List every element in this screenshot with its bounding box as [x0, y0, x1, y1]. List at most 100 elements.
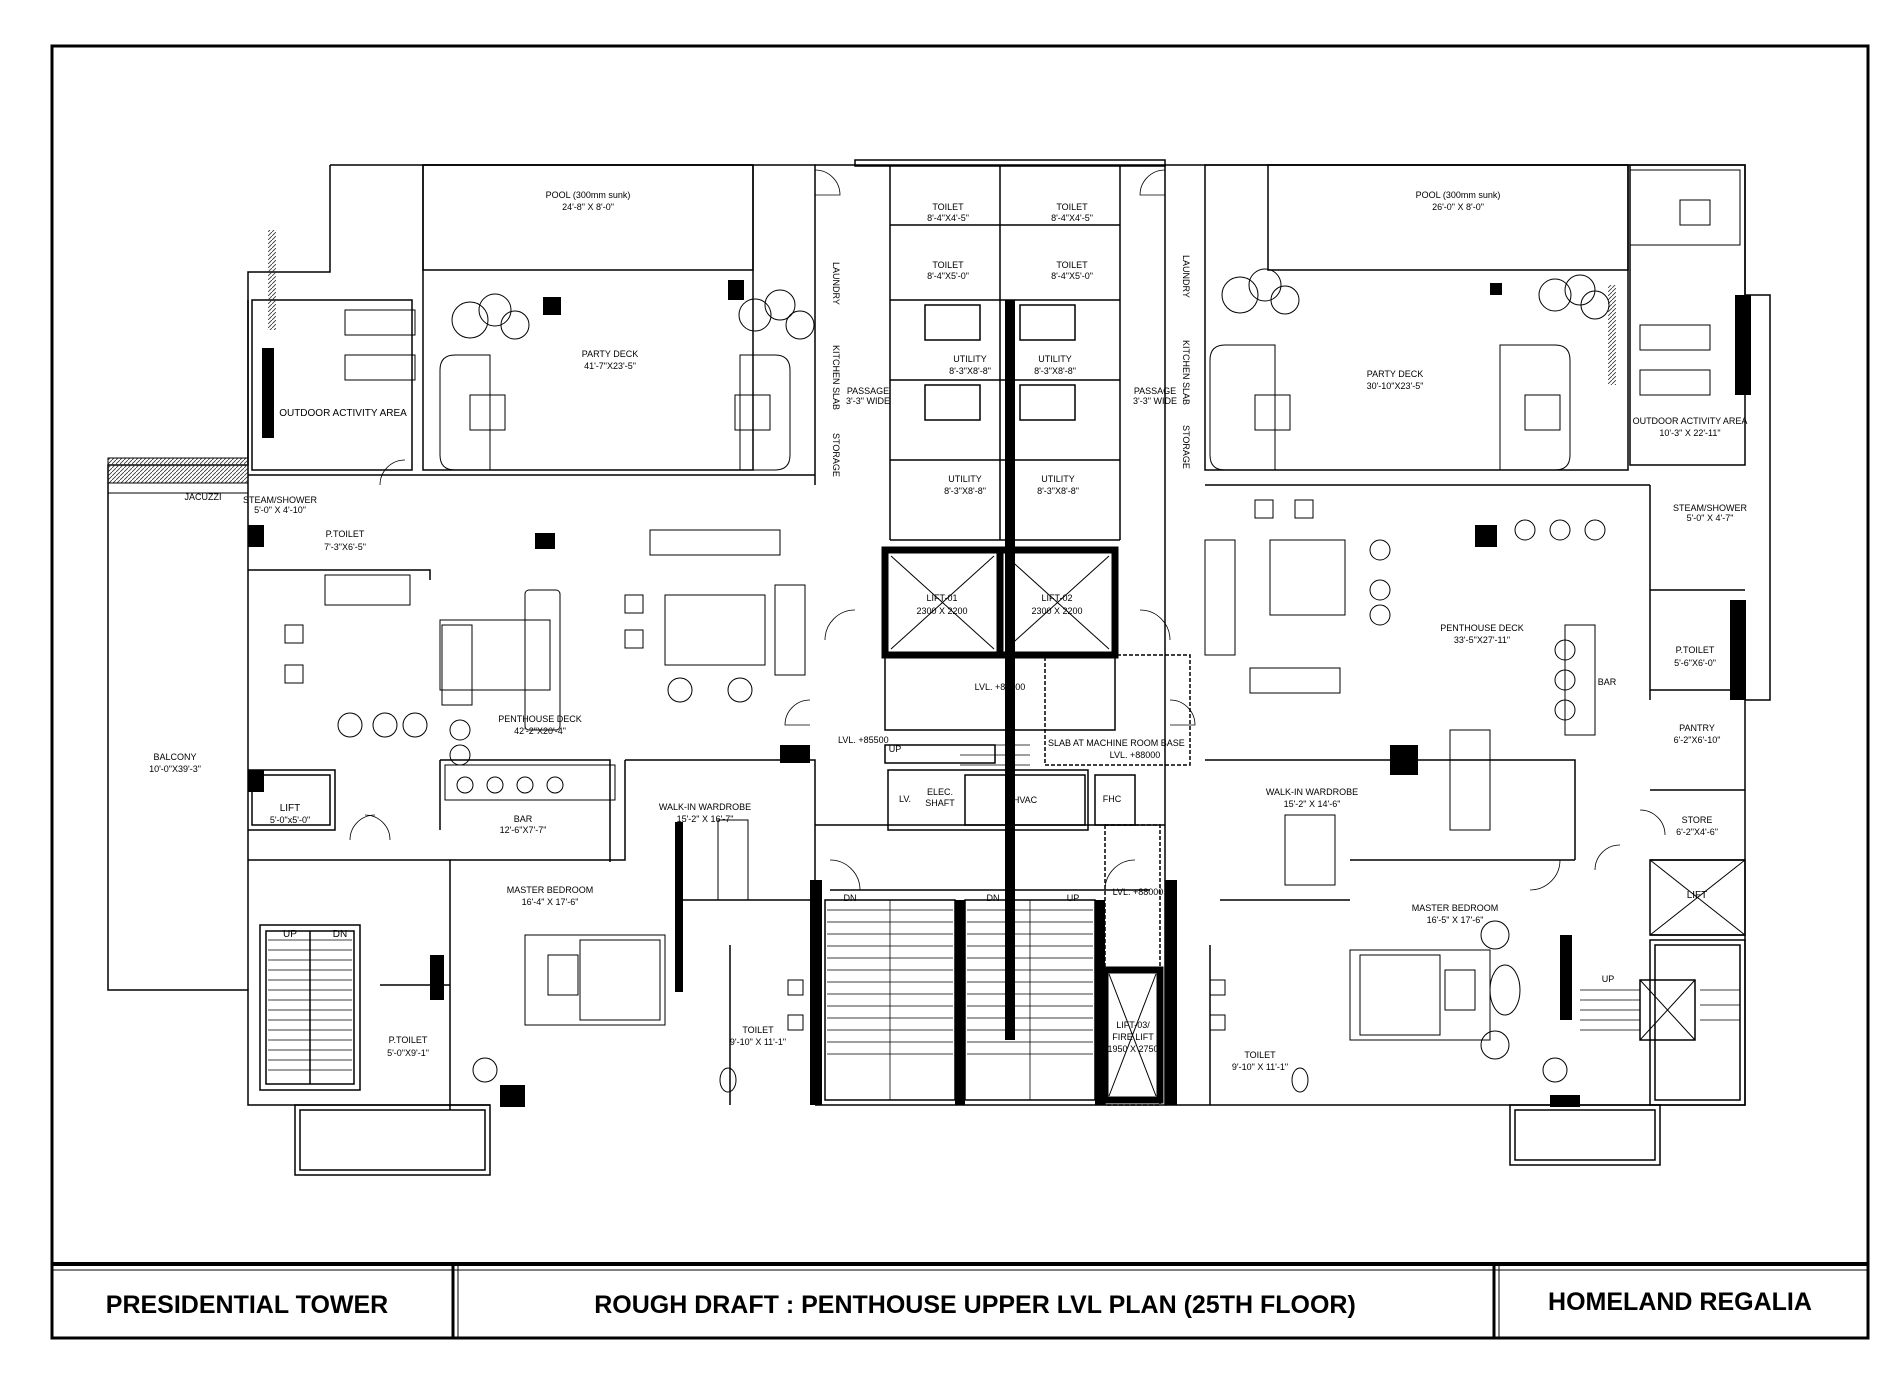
fhc-label: FHC [1103, 794, 1122, 804]
lift02-dim: 2300 X 2200 [1031, 606, 1082, 616]
stair-core2-up: UP [1067, 893, 1080, 903]
toilet-right-dim: 9'-10" X 11'-1" [1232, 1062, 1288, 1072]
room-labels: POOL (300mm sunk) 24'-8" X 8'-0" POOL (3… [149, 190, 1747, 1072]
party-deck-left-label: PARTY DECK [582, 349, 639, 359]
lift01-dim: 2300 X 2200 [916, 606, 967, 616]
store-dim: 6'-2"X4'-6" [1676, 827, 1718, 837]
outdoor-left-label: OUTDOOR ACTIVITY AREA [279, 408, 407, 419]
penthouse-deck-left-label: PENTHOUSE DECK [498, 714, 582, 724]
passage-left-label: PASSAGE [847, 386, 889, 396]
master-left-dim: 16'-4" X 17'-6" [522, 897, 579, 907]
furniture [284, 169, 1741, 1093]
walkin-left-dim: 15'-2" X 16'-7" [677, 814, 734, 824]
black-fixtures [535, 280, 1502, 760]
penthouse-deck-left-dim: 42'-2"X20'-4" [514, 726, 566, 736]
storage-right-label: STORAGE [1181, 425, 1191, 469]
toilet-4-dim: 8'-4"X5'-0" [1051, 271, 1093, 281]
lvl-88000-a: LVL. +88000 [975, 682, 1026, 692]
lvl-88000-b: LVL. +88000 [1110, 750, 1161, 760]
lift-right-label: LIFT [1687, 890, 1708, 901]
lift-shafts [251, 546, 1746, 1104]
jacuzzi-label: JACUZZI [185, 492, 222, 502]
door-swings [349, 169, 1666, 891]
outdoor-right-dim: 10'-3" X 22'-11" [1659, 428, 1720, 438]
master-right-dim: 16'-5" X 17'-6" [1427, 915, 1484, 925]
toilet-right-label: TOILET [1244, 1050, 1276, 1060]
title-block: PRESIDENTIAL TOWER ROUGH DRAFT : PENTHOU… [52, 1262, 1868, 1338]
laundry-label: LAUNDRY [831, 262, 841, 305]
kitchen-slab-label: KITCHEN SLAB [831, 345, 841, 410]
ptoilet-left-top-dim: 7'-3"X6'-5" [324, 542, 366, 552]
lift03-label2: FIRE LIFT [1112, 1032, 1154, 1042]
toilet-1-dim: 8'-4"X4'-5" [927, 213, 969, 223]
balcony-dim: 10'-0"X39'-3" [149, 764, 201, 774]
lift-left-dim: 5'-0"x5'-0" [270, 815, 310, 825]
balcony-hatch [107, 230, 1616, 494]
drawing-title: ROUGH DRAFT : PENTHOUSE UPPER LVL PLAN (… [594, 1291, 1356, 1319]
passage-right-label: PASSAGE [1134, 386, 1176, 396]
stair-core2-dn: DN [987, 893, 1000, 903]
toilet-4-label: TOILET [1056, 260, 1088, 270]
stair-right-up: UP [1602, 974, 1615, 984]
steam-left-dim: 5'-0" X 4'-10" [254, 505, 306, 515]
utility-4-dim: 8'-3"X8'-8" [1037, 486, 1079, 496]
toilet-1-label: TOILET [932, 202, 964, 212]
passage-left-dim: 3'-3" WIDE [846, 396, 890, 406]
utility-1-dim: 8'-3"X8'-8" [949, 366, 991, 376]
toilet-2-dim: 8'-4"X4'-5" [1051, 213, 1093, 223]
slab-machine-label: SLAB AT MACHINE ROOM BASE [1048, 738, 1185, 748]
pool-left-label: POOL (300mm sunk) [546, 190, 631, 200]
sheet-border [50, 44, 1870, 1340]
project-title: PRESIDENTIAL TOWER [106, 1291, 388, 1319]
client-title: HOMELAND REGALIA [1548, 1288, 1812, 1316]
stair-left-up: UP [283, 929, 297, 940]
penthouse-deck-right-dim: 33'-5"X27'-11" [1454, 635, 1510, 645]
stair-left-dn: DN [333, 929, 347, 940]
utility-1-label: UTILITY [953, 354, 987, 364]
master-left-label: MASTER BEDROOM [507, 885, 594, 895]
utility-2-label: UTILITY [1038, 354, 1072, 364]
stair-treads [268, 744, 1740, 1100]
laundry-right-label: LAUNDRY [1181, 255, 1191, 298]
ptoilet-left-bottom-dim: 5'-0"X9'-1" [387, 1048, 429, 1058]
ptoilet-left-bottom-label: P.TOILET [389, 1035, 428, 1045]
steam-right-label: STEAM/SHOWER [1673, 503, 1748, 513]
pool-right-dim: 26'-0" X 8'-0" [1432, 202, 1484, 212]
master-right-label: MASTER BEDROOM [1412, 903, 1499, 913]
bar-left-dim: 12'-6"X7'-7" [500, 825, 547, 835]
lift03-label: LIFT-03/ [1116, 1020, 1150, 1030]
elec-shaft-l1: ELEC. [927, 787, 953, 797]
lift03-dim: 1950 X 2750 [1107, 1044, 1158, 1054]
lift01-label: LIFT-01 [926, 593, 957, 603]
pantry-label: PANTRY [1679, 723, 1715, 733]
party-deck-left-dim: 41'-7"X23'-5" [584, 361, 636, 371]
pantry-dim: 6'-2"X6'-10" [1674, 735, 1721, 745]
kitchen-slab-right-label: KITCHEN SLAB [1181, 340, 1191, 405]
stair-core-up: UP [889, 744, 902, 754]
elec-shaft-l2: SHAFT [925, 798, 955, 808]
bar-left-label: BAR [514, 814, 533, 824]
balcony-label: BALCONY [153, 752, 196, 762]
pool-right-label: POOL (300mm sunk) [1416, 190, 1501, 200]
party-deck-right-label: PARTY DECK [1367, 369, 1424, 379]
pool-left-dim: 24'-8" X 8'-0" [562, 202, 614, 212]
lvl-88000-c: LVL. +88000 [1113, 887, 1164, 897]
stair-core1-dn: DN [844, 893, 857, 903]
storage-label: STORAGE [831, 433, 841, 477]
steam-left-label: STEAM/SHOWER [243, 495, 318, 505]
ptoilet-right-dim: 5'-6"X6'-0" [1674, 658, 1716, 668]
party-deck-right-dim: 30'-10"X23'-5" [1367, 381, 1424, 391]
toilet-3-label: TOILET [932, 260, 964, 270]
outdoor-right-label: OUTDOOR ACTIVITY AREA [1633, 416, 1748, 426]
walkin-left-label: WALK-IN WARDROBE [659, 802, 751, 812]
walls [107, 159, 1771, 1176]
ptoilet-right-label: P.TOILET [1676, 645, 1715, 655]
walkin-right-label: WALK-IN WARDROBE [1266, 787, 1358, 797]
steam-right-dim: 5'-0" X 4'-7" [1687, 513, 1734, 523]
utility-3-dim: 8'-3"X8'-8" [944, 486, 986, 496]
bar-right-label: BAR [1598, 677, 1617, 687]
hvac-label: HVAC [1013, 795, 1038, 805]
utility-3-label: UTILITY [948, 474, 982, 484]
